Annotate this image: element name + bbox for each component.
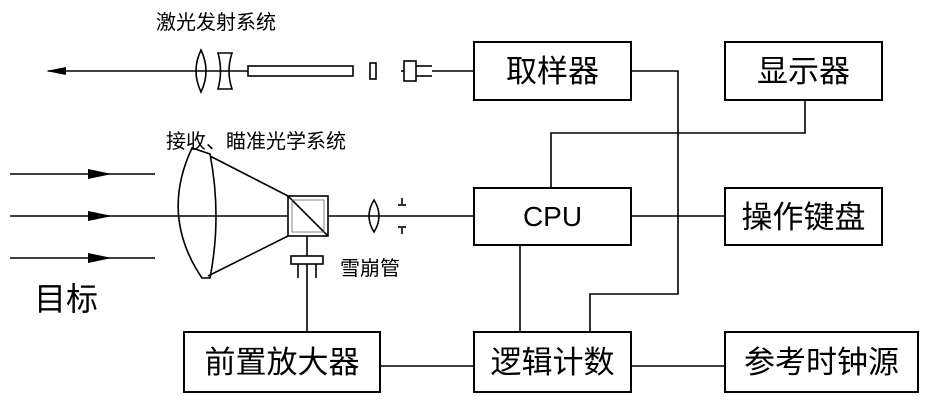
laser-emitter-label: 激光发射系统 — [156, 10, 276, 34]
laser-emitter-optics — [195, 48, 432, 94]
connection-lines — [46, 67, 806, 367]
display-label: 显示器 — [757, 54, 850, 90]
cone-bottom — [207, 235, 289, 277]
display-to-cpu-line — [550, 100, 806, 188]
beam-splitter-diagonal — [287, 195, 329, 237]
beam-splitter-shade — [291, 199, 325, 233]
logic-counter-block: 逻辑计数 — [473, 331, 632, 393]
incoming-arrowhead-3 — [88, 253, 112, 263]
reference-clock-label: 参考时钟源 — [744, 345, 899, 381]
emitter-concave-lens — [216, 52, 234, 90]
sampler-to-logic-line — [589, 70, 679, 332]
keyboard-label: 操作键盘 — [742, 200, 866, 236]
preamp-block: 前置放大器 — [183, 331, 381, 393]
keyboard-block: 操作键盘 — [724, 187, 883, 246]
preamp-label: 前置放大器 — [205, 345, 360, 381]
reference-clock-block: 参考时钟源 — [724, 331, 919, 393]
logic-counter-label: 逻辑计数 — [491, 345, 615, 381]
objective-lens — [177, 147, 217, 279]
cpu-block: CPU — [473, 187, 632, 246]
cone-top — [209, 155, 289, 197]
incoming-arrowhead-2 — [88, 211, 112, 221]
eyepiece-lens — [368, 198, 380, 234]
laser-small-element — [369, 62, 377, 80]
receiver-optics-label: 接收、瞄准光学系统 — [166, 129, 346, 153]
laser-rod — [247, 65, 354, 77]
sampler-label: 取样器 — [506, 54, 599, 90]
emitter-convex-lens — [195, 48, 207, 94]
cpu-label: CPU — [523, 201, 582, 232]
incoming-arrowhead-1 — [88, 169, 112, 179]
avalanche-tube-body — [290, 255, 324, 265]
target-label: 目标 — [34, 280, 98, 318]
avalanche-tube-label: 雪崩管 — [340, 256, 400, 280]
laser-diode — [403, 60, 417, 82]
sampler-block: 取样器 — [473, 41, 632, 101]
receiver-optics — [10, 147, 410, 279]
display-block: 显示器 — [724, 41, 883, 101]
